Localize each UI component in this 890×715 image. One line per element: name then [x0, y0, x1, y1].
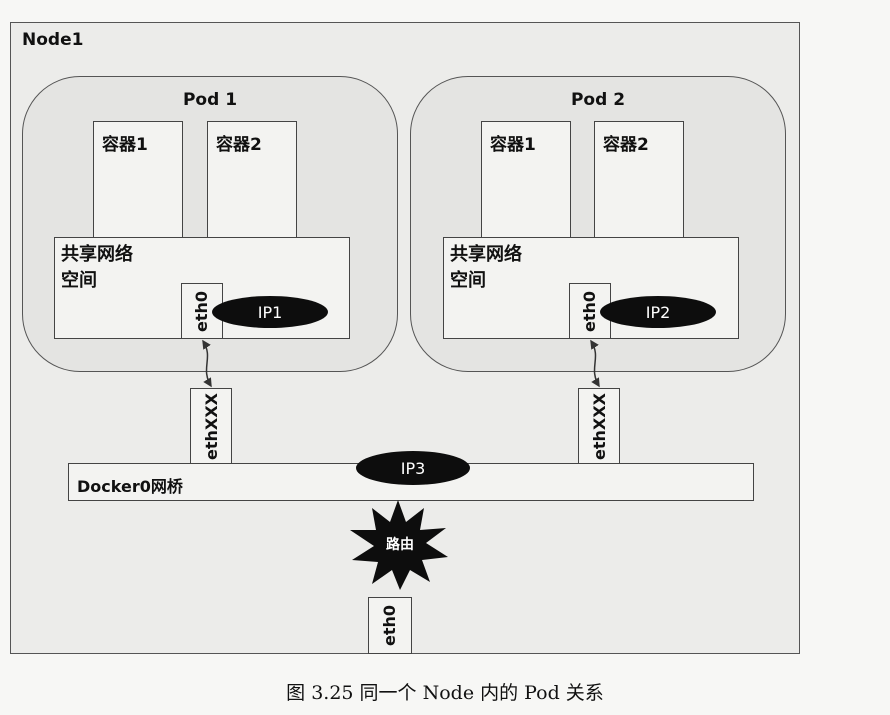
router-burst-shape	[350, 500, 448, 590]
pod-1-container-1: 容器1	[93, 121, 183, 238]
pod-1-ip-ellipse: IP1	[212, 296, 328, 328]
container-label: 容器2	[216, 135, 262, 155]
pod-2-ip-ellipse: IP2	[600, 296, 716, 328]
bridge-label: Docker0网桥	[77, 477, 183, 496]
host-eth0: eth0	[368, 597, 412, 654]
pod-1-link-arrow	[202, 339, 212, 388]
container-label: 容器1	[490, 135, 536, 155]
pod-2-container-1: 容器1	[481, 121, 571, 238]
container-label: 容器2	[603, 135, 649, 155]
host-eth0-label: eth0	[380, 604, 400, 647]
node-label: Node1	[22, 30, 84, 50]
figure-caption: 图 3.25 同一个 Node 内的 Pod 关系	[286, 682, 604, 704]
pod-2-container-2: 容器2	[594, 121, 684, 238]
pod-1-title: Pod 1	[182, 90, 238, 110]
pod-1-eth0: eth0	[181, 283, 223, 339]
router-label: 路由	[386, 537, 414, 553]
bridge-ip-ellipse: IP3	[356, 451, 470, 485]
netns-label: 共享网络 空间	[450, 244, 522, 291]
container-label: 容器1	[102, 135, 148, 155]
pod-2-title: Pod 2	[570, 90, 626, 110]
netns-label: 共享网络 空间	[61, 244, 133, 291]
pod-2-link-arrow	[590, 339, 600, 388]
